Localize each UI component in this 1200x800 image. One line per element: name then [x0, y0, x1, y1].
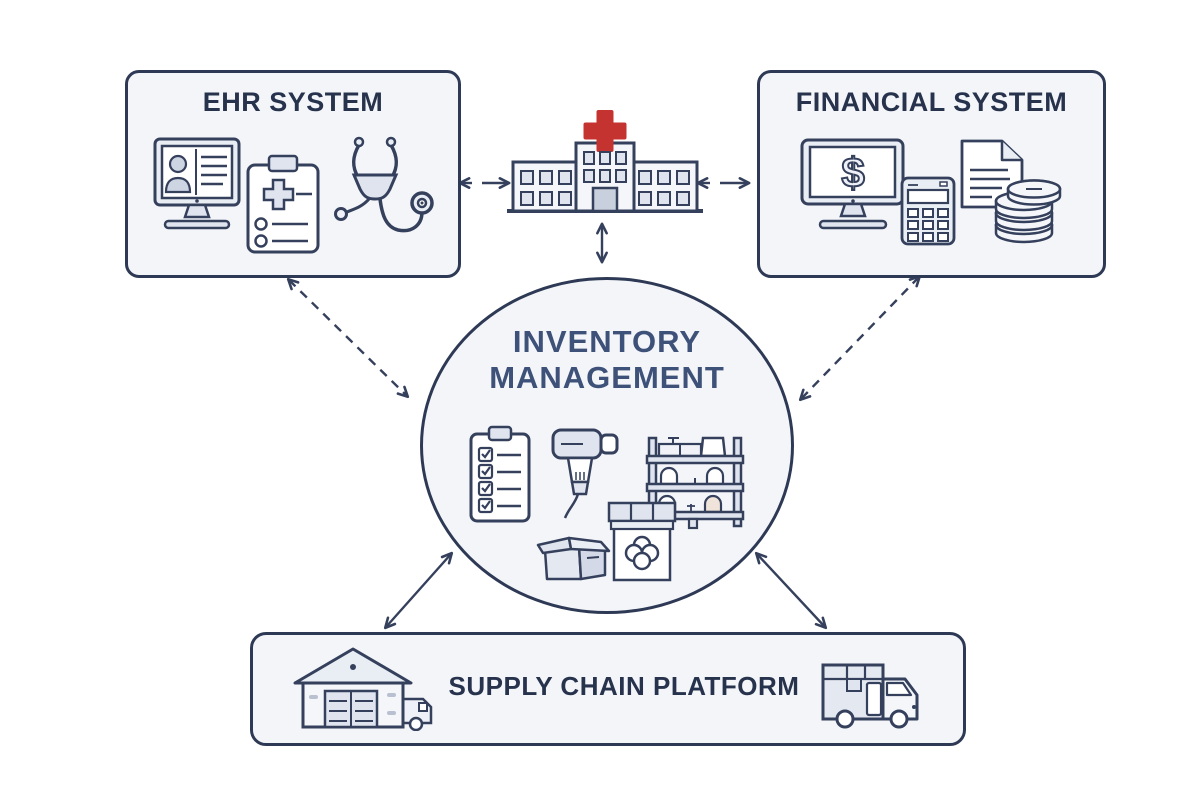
hospital-building-icon [507, 110, 703, 213]
cardboard-box-icon [536, 536, 611, 581]
inventory-management-node: INVENTORY MANAGEMENT [420, 277, 794, 614]
checklist-clipboard-icon [469, 425, 531, 523]
supply-chain-platform-node: SUPPLY CHAIN PLATFORM [250, 632, 966, 746]
connector-inventory-supply-left [383, 551, 454, 630]
red-cross-icon [583, 110, 627, 152]
patient-record-monitor-icon [153, 137, 241, 230]
connector-inventory-supply-right [754, 551, 828, 630]
coin-stack-icon [994, 179, 1062, 244]
medical-supply-box-icon [607, 501, 677, 582]
medical-clover-symbol [624, 535, 660, 571]
delivery-truck-icon [821, 663, 919, 729]
hospital-door [591, 186, 619, 213]
dollar-monitor-icon: $ [800, 138, 905, 230]
connector-financial-inventory [798, 274, 922, 402]
ehr-system-node: EHR SYSTEM [125, 70, 461, 278]
stethoscope-icon [334, 136, 434, 233]
inventory-title-line1: INVENTORY [512, 324, 702, 359]
financial-system-node: FINANCIAL SYSTEM $ [757, 70, 1106, 278]
warehouse-icon [293, 647, 433, 731]
barcode-scanner-icon [551, 428, 619, 519]
inventory-title-line2: MANAGEMENT [489, 360, 725, 395]
dollar-glyph: $ [841, 149, 864, 196]
connector-ehr-inventory [286, 277, 410, 399]
medical-clipboard-icon [246, 154, 320, 254]
ehr-system-title: EHR SYSTEM [202, 87, 384, 117]
calculator-icon [900, 176, 956, 246]
supply-chain-title: SUPPLY CHAIN PLATFORM [448, 671, 800, 701]
financial-system-title: FINANCIAL SYSTEM [795, 87, 1068, 117]
